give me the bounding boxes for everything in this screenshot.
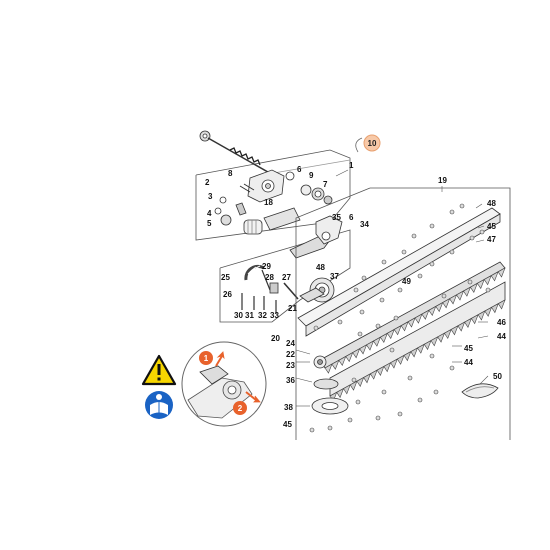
part-label: 49	[402, 277, 411, 286]
part-label: 28	[265, 273, 274, 282]
part-label: 29	[262, 262, 271, 271]
part-label: 36	[286, 376, 295, 385]
part-label: 18	[264, 198, 273, 207]
part-label: 24	[286, 339, 295, 348]
bolts	[309, 203, 491, 433]
part-label: 1	[349, 161, 354, 170]
part-label: 44	[497, 332, 506, 341]
part-label: 46	[497, 318, 506, 327]
detail-inset: 1 2	[181, 341, 267, 427]
part-label: 31	[245, 311, 254, 320]
part-label: 4	[207, 209, 212, 218]
svg-text:2: 2	[238, 404, 243, 413]
crank-gear	[299, 277, 349, 415]
part-label: 48	[316, 263, 325, 272]
part-label: 2	[205, 178, 210, 187]
part-label: 23	[286, 361, 295, 370]
svg-text:1: 1	[204, 354, 209, 363]
part-label: 45	[283, 420, 292, 429]
part-label: 38	[284, 403, 293, 412]
part-label: 6	[297, 165, 302, 174]
part-label: 3	[208, 192, 213, 201]
part-label: 34	[360, 220, 369, 229]
part-label: 6	[349, 213, 354, 222]
part-label: 37	[330, 272, 339, 281]
part-label: 32	[258, 311, 267, 320]
part-labels: 1 19 2 3 4 5 6 7 8 9 18 35 6 34 48 45 47…	[205, 161, 506, 429]
part-label: 50	[493, 372, 502, 381]
highlight-callout: 10	[355, 134, 381, 153]
cutter-blade	[319, 261, 506, 402]
part-label: 33	[270, 311, 279, 320]
leader-lines	[295, 169, 489, 407]
part-label: 47	[487, 235, 496, 244]
part-label: 21	[288, 304, 297, 313]
highlight-label: 10	[368, 139, 377, 148]
part-label: 8	[228, 169, 233, 178]
part-label: 5	[207, 219, 212, 228]
read-manual-icon	[145, 391, 173, 419]
step-1-badge	[199, 351, 213, 365]
part-label: 45	[464, 344, 473, 353]
mechanism-group-outline	[219, 229, 351, 323]
main-frame-outline	[295, 187, 511, 440]
part-label: 19	[438, 176, 447, 185]
part-label: 22	[286, 350, 295, 359]
part-label: 20	[271, 334, 280, 343]
part-label: 7	[323, 180, 328, 189]
gear-housing	[214, 169, 333, 235]
blade-bar	[297, 207, 501, 337]
part-label: 45	[487, 222, 496, 231]
part-label: 44	[464, 358, 473, 367]
part-label: 48	[487, 199, 496, 208]
blade-guard-tip	[461, 383, 499, 399]
part-label: 26	[223, 290, 232, 299]
part-label: 27	[282, 273, 291, 282]
part-label: 30	[234, 311, 243, 320]
part-label: 35	[332, 213, 341, 222]
step-2-badge	[233, 401, 247, 415]
part-label: 25	[221, 273, 230, 282]
warning-triangle-icon	[141, 354, 177, 386]
part-label: 9	[309, 171, 314, 180]
